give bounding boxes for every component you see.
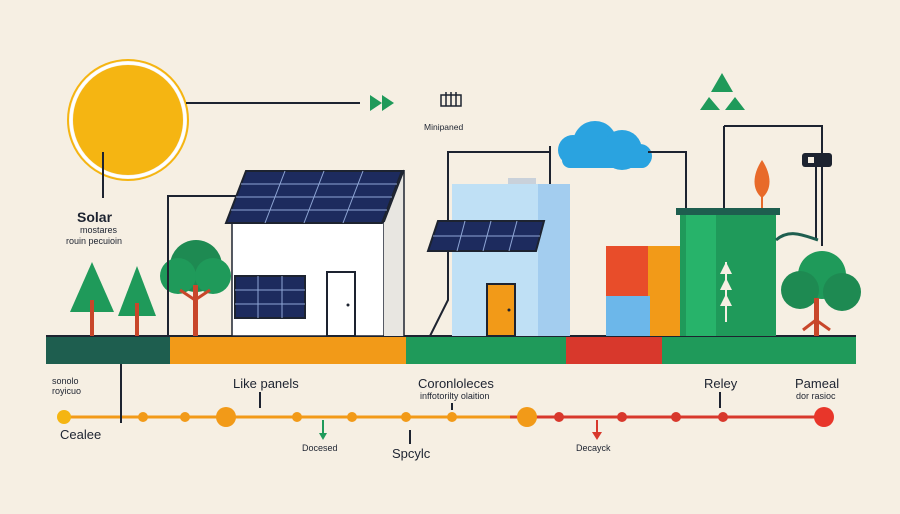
docesed-arrow — [319, 420, 327, 440]
spcylc-label: Spcylc — [392, 446, 431, 461]
inverter-icon — [440, 92, 462, 107]
leaf-icon — [754, 160, 770, 208]
solar-sub-1: mostares — [80, 225, 118, 235]
pine-tree — [70, 262, 114, 336]
roof-solar-panel — [224, 170, 404, 224]
battery-icon — [802, 153, 832, 167]
ground-orange — [170, 336, 406, 364]
left-small-label-1: sonolo — [52, 376, 79, 386]
pameal-label: Pameal — [795, 376, 840, 391]
ground-green — [406, 336, 566, 364]
coronloleces-sub: inffotorilty olaition — [420, 391, 490, 401]
house-second — [452, 178, 570, 337]
solar-title: Solar — [77, 209, 113, 225]
cloud-icon — [558, 121, 652, 170]
cealee-label: Cealee — [60, 427, 102, 442]
wheat-icon — [720, 262, 732, 322]
ground-red — [566, 336, 662, 364]
house2-solar-panel — [426, 220, 546, 252]
timeline-dots — [57, 407, 834, 427]
docesed-label: Docesed — [302, 443, 338, 453]
decayck-label: Decayck — [576, 443, 611, 453]
right-tree — [781, 251, 861, 336]
industry-block — [606, 208, 780, 336]
sun-icon — [67, 59, 189, 181]
decayck-arrow — [592, 420, 602, 440]
minipanel-label: Miniрaned — [424, 122, 464, 132]
solar-sub-2: rouin pecuioin — [66, 236, 123, 246]
pine-tree — [118, 266, 156, 336]
round-tree — [160, 240, 231, 336]
reley-label: Reley — [704, 376, 738, 391]
coronloleces-label: Coronloleces — [418, 376, 494, 391]
like-panels-label: Like panels — [233, 376, 299, 391]
panel-connector — [167, 195, 248, 336]
ground-green-right — [662, 336, 856, 364]
left-small-label-2: royicuo — [52, 386, 82, 396]
wall-solar-panel — [234, 275, 306, 319]
recycle-branch — [724, 125, 823, 246]
cable-curve — [775, 232, 819, 242]
pameal-sub: dor rasioc — [796, 391, 836, 401]
double-arrow-icon — [370, 95, 394, 111]
house2-connector — [447, 151, 550, 238]
cloud-connector — [648, 151, 687, 220]
recycle-icon — [700, 73, 745, 110]
ground-dark — [46, 336, 170, 364]
house2-wire — [429, 252, 449, 337]
